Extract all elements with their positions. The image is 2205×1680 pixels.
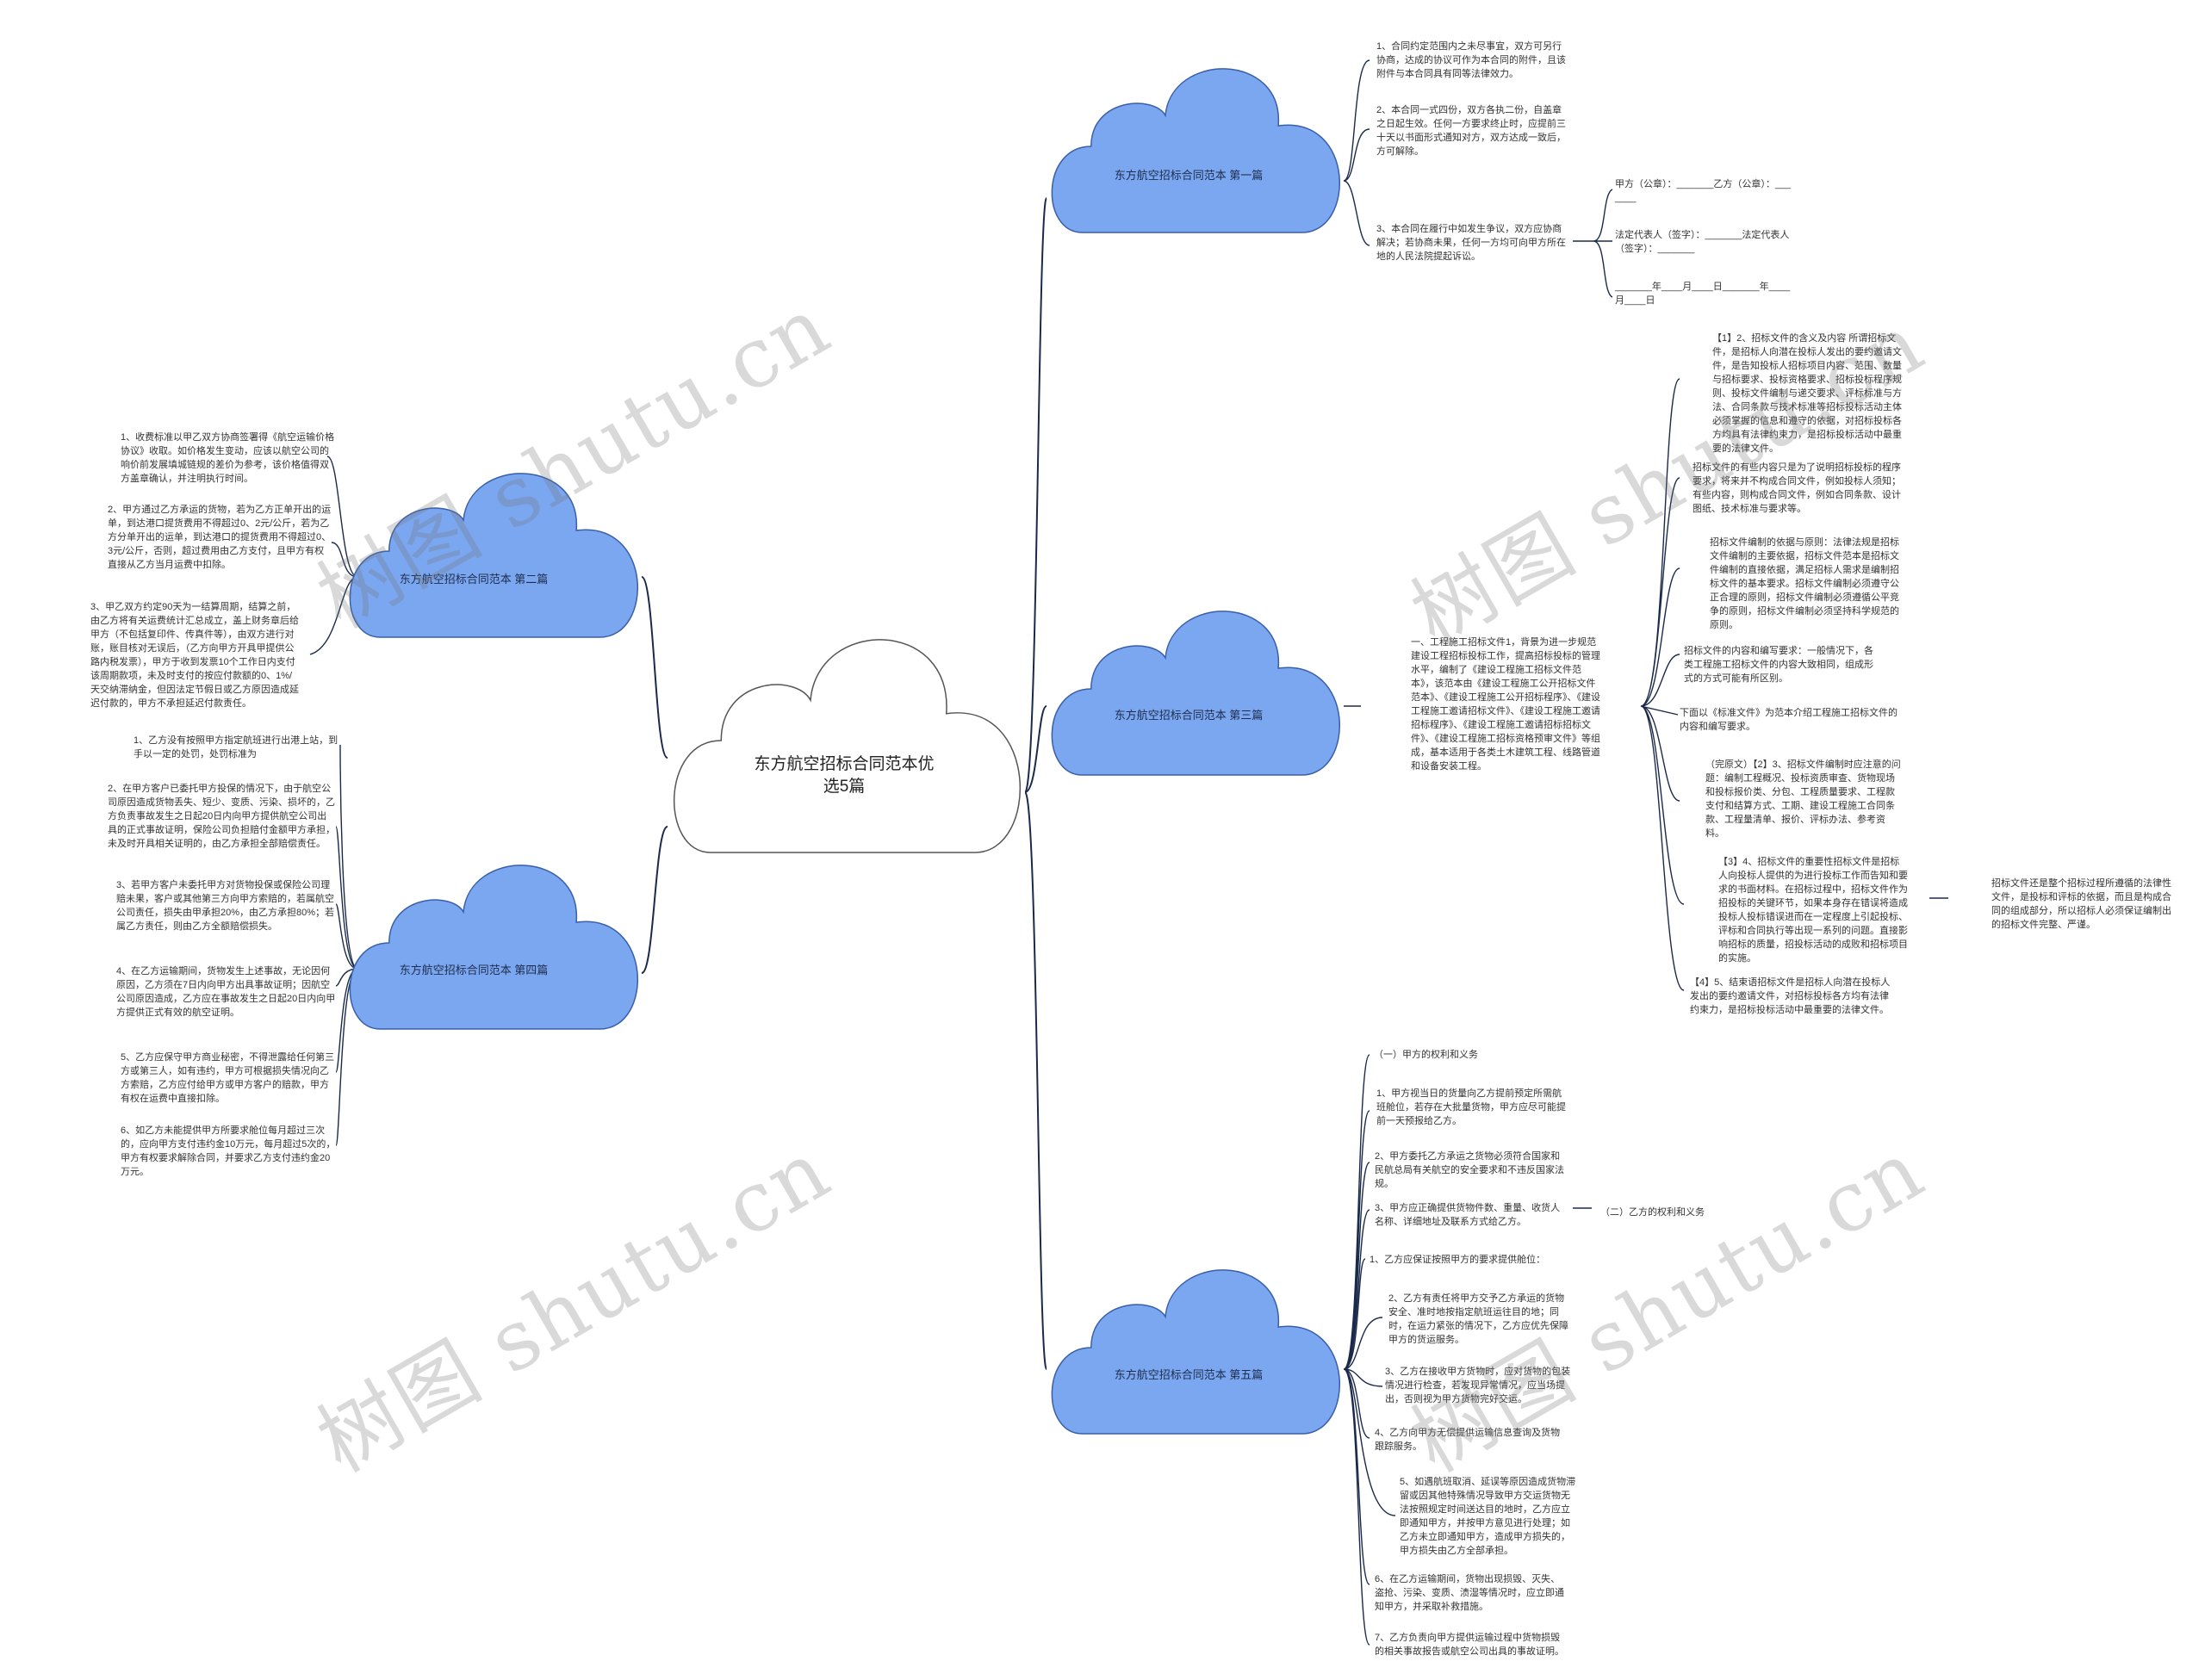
b3-item-5: 下面以《标准文件》为范本介绍工程施工招标文件的内容和编写要求。 bbox=[1680, 708, 1898, 732]
branch-2-label[interactable]: 东方航空招标合同范本 第二篇 bbox=[399, 573, 549, 586]
b1-sign-bracket bbox=[1593, 189, 1613, 298]
b3-main-bracket bbox=[1640, 378, 1685, 991]
link-center-b3 bbox=[1024, 705, 1047, 793]
b1-sign-2: 法定代表人（签字）：_______法定代表人（签字）：_______ bbox=[1615, 230, 1790, 254]
b5-item-10: 6、在乙方运输期间，货物出现损毁、灭失、盗抢、污染、变质、渍湿等情况时，应立即通… bbox=[1375, 1574, 1564, 1612]
b4-item-4: 4、在乙方运输期间，货物发生上述事故，无论因何原因，乙方须在7日内向甲方出具事故… bbox=[116, 966, 336, 1018]
branch-5-label[interactable]: 东方航空招标合同范本 第五篇 bbox=[1114, 1368, 1264, 1381]
link-center-b2 bbox=[641, 576, 668, 759]
b4-item-2: 2、在甲方客户已委托甲方投保的情况下，由于航空公司原因造成货物丢失、短少、变质、… bbox=[108, 784, 335, 849]
b4-item-6: 6、如乙方未能提供甲方所要求舱位每月超过三次的，应向甲方支付违约金10万元，每月… bbox=[121, 1125, 336, 1177]
b5-item-2: 1、甲方视当日的货量向乙方提前预定所需航班舱位，若存在大批量货物，甲方应尽可能提… bbox=[1376, 1088, 1566, 1126]
center-cloud[interactable] bbox=[673, 639, 1021, 853]
b1-item-1: 1、合同约定范围内之未尽事宜，双方可另行协商，达成的协议可作为本合同的附件，且该… bbox=[1376, 41, 1566, 79]
b3-main: 一、工程施工招标文件1，背景为进一步规范建设工程招标投标工作，提高招标投标的管理… bbox=[1411, 637, 1600, 772]
b3-item-2: 招标文件的有些内容只是为了说明招标投标的程序要求，将来并不构成合同文件，例如投标… bbox=[1693, 462, 1901, 514]
branch-4-cloud[interactable] bbox=[349, 865, 638, 1030]
b1-item-3: 3、本合同在履行中如发生争议，双方应协商解决；若协商未果，任何一方均可向甲方所在… bbox=[1376, 224, 1566, 262]
b2-item-1: 1、收费标准以甲乙双方协商签署得《航空运输价格协议》收取。如价格发生变动，应该以… bbox=[121, 432, 335, 484]
b1-item-2: 2、本合同一式四份，双方各执二份，自盖章之日起生效。任何一方要求终止时，应提前三… bbox=[1376, 105, 1566, 157]
b3-item-3: 招标文件编制的依据与原则：法律法规是招标文件编制的主要依据，招标文件范本是招标文… bbox=[1710, 537, 1899, 630]
branch-5-cloud[interactable] bbox=[1051, 1269, 1340, 1435]
b4-item-5: 5、乙方应保守甲方商业秘密，不得泄露给任何第三方或第三人，如有违约，甲方可根据损… bbox=[121, 1052, 335, 1104]
b5-item-3: 2、甲方委托乙方承运之货物必须符合国家和民航总局有关航空的安全要求和不违反国家法… bbox=[1375, 1151, 1564, 1189]
b5-item-1: （一）甲方的权利和义务 bbox=[1374, 1050, 1478, 1060]
b5-item-6: 2、乙方有责任将甲方交予乙方承运的货物安全、准时地按指定航班运往目的地；同时，在… bbox=[1388, 1293, 1568, 1345]
b3-item-8: 【4】5、结束语招标文件是招标人向潜在投标人发出的要约邀请文件，对招标投标各方均… bbox=[1690, 977, 1891, 1015]
b5-item-4: 3、甲方应正确提供货物件数、重量、收货人名称、详细地址及联系方式给乙方。 bbox=[1375, 1203, 1561, 1227]
link-center-b4 bbox=[641, 826, 668, 974]
b1-bracket bbox=[1343, 59, 1370, 246]
link-center-b5 bbox=[1024, 791, 1047, 1370]
branch-4-label[interactable]: 东方航空招标合同范本 第四篇 bbox=[399, 964, 549, 976]
b3-item-6: （完原文）【2】3、招标文件编制时应注意的问题：编制工程概况、投标资质审查、货物… bbox=[1705, 759, 1901, 839]
branch-1-cloud[interactable] bbox=[1051, 68, 1340, 233]
link-center-b1 bbox=[1024, 197, 1047, 793]
b2-item-2: 2、甲方通过乙方承运的货物，若为乙方正单开出的运单，到达港口提货费用不得超过0、… bbox=[108, 505, 332, 570]
b5-item-7: 3、乙方在接收甲方货物时，应对货物的包装情况进行检查，若发现异常情况，应当场提出… bbox=[1385, 1367, 1571, 1404]
b3-item-1: 【1】2、招标文件的含义及内容 所谓招标文件，是招标人向潜在投标人发出的要约邀请… bbox=[1712, 333, 1902, 454]
branch-1-label[interactable]: 东方航空招标合同范本 第一篇 bbox=[1114, 169, 1264, 182]
b5-item-11: 7、乙方负责向甲方提供运输过程中货物损毁的相关事故报告或航空公司出具的事故证明。 bbox=[1375, 1633, 1564, 1657]
b4-item-1: 1、乙方没有按照甲方指定航班进行出港上站，到手以一定的处罚，处罚标准为 bbox=[134, 735, 339, 759]
b5-item-9: 5、如遇航班取消、延误等原因造成货物滞留或因其他特殊情况导致甲方交运货物无法按照… bbox=[1400, 1477, 1576, 1556]
b3-item-7: 【3】4、招标文件的重要性招标文件是招标人向投标人提供的为进行投标工作而告知和要… bbox=[1718, 857, 1908, 964]
branch-3-label[interactable]: 东方航空招标合同范本 第三篇 bbox=[1114, 709, 1264, 722]
b1-sign-3: _______年____月____日_______年____月____日 bbox=[1615, 282, 1791, 306]
center-node-label[interactable]: 东方航空招标合同范本优选5篇 bbox=[754, 755, 935, 796]
branch-2-cloud[interactable] bbox=[349, 473, 638, 638]
b4-bracket bbox=[335, 744, 358, 1146]
b3-item-4: 招标文件的内容和编写要求：一般情况下，各类工程施工招标文件的内容大致相同，组成形… bbox=[1684, 646, 1873, 684]
b3-note: 招标文件还是整个招标过程所遵循的法律性文件，是投标和评标的依据，而且是构成合同的… bbox=[1991, 878, 2171, 930]
b2-item-3: 3、甲乙双方约定90天为一结算周期，结算之前，由乙方将有关运费统计汇总成立，盖上… bbox=[90, 602, 299, 709]
b5-item-8: 4、乙方向甲方无偿提供运输信息查询及货物跟踪服务。 bbox=[1375, 1428, 1561, 1452]
branch-3-cloud[interactable] bbox=[1051, 611, 1340, 776]
b5-item-5: 1、乙方应保证按照甲方的要求提供舱位： bbox=[1370, 1255, 1546, 1265]
b5-bracket bbox=[1343, 1054, 1396, 1646]
b5-side: （二）乙方的权利和义务 bbox=[1600, 1207, 1705, 1218]
b4-item-3: 3、若甲方客户未委托甲方对货物投保或保险公司理赔未果，客户或其他第三方向甲方索赔… bbox=[116, 880, 335, 932]
b1-sign-1: 甲方（公章）：_______乙方（公章）：_______ bbox=[1615, 179, 1792, 203]
